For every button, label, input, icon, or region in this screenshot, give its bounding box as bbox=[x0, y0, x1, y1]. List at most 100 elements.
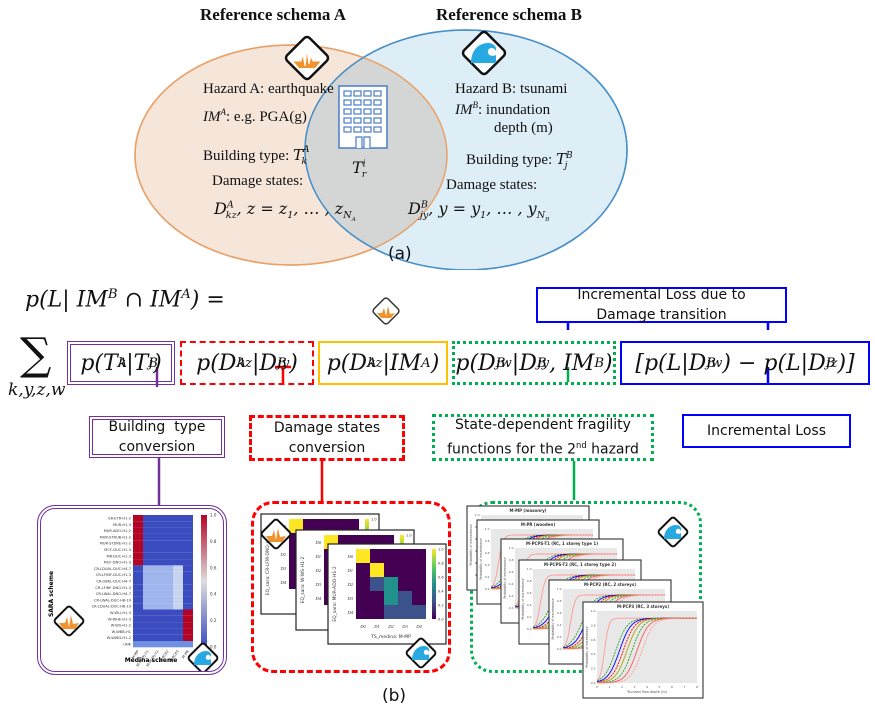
heatmap-cell bbox=[173, 615, 183, 623]
heatmap-cell bbox=[143, 615, 153, 623]
heatmap-cell bbox=[143, 521, 153, 528]
damage-matrix-cell bbox=[370, 577, 384, 591]
fragility-y-tick: 0.2 bbox=[557, 635, 562, 639]
heatmap-colorbar-tick: 1.0 bbox=[210, 513, 217, 518]
schema-a-hazard: Hazard A: earthquake bbox=[203, 81, 334, 97]
heatmap-cell bbox=[133, 540, 143, 547]
heatmap-cell bbox=[183, 533, 193, 541]
heatmap-cell bbox=[183, 603, 193, 610]
fragility-title: M-PCPS-T2 (RC, 1 storey type 2) bbox=[544, 562, 616, 567]
schema-b-title: Reference schema B bbox=[436, 5, 583, 24]
schema-b-damage-states-expr: DBjy, y = y1, … , yNB bbox=[408, 199, 550, 224]
damage-matrix-colorbar bbox=[432, 549, 436, 619]
fragility-x-tick: 7 bbox=[684, 685, 686, 689]
heatmap-cell bbox=[153, 596, 163, 604]
fragility-x-tick: 8 bbox=[696, 685, 698, 689]
heatmap-row-label: W-WWD-H1-2 bbox=[107, 636, 131, 640]
heatmap-colorbar-tick: 0.6 bbox=[210, 565, 217, 570]
label-incremental-loss: Incremental Loss bbox=[682, 414, 851, 448]
heatmap-cell bbox=[173, 596, 183, 604]
heatmap-cell bbox=[133, 628, 143, 635]
heatmap-cell bbox=[163, 634, 173, 641]
heatmap-cell bbox=[143, 596, 153, 604]
damage-state-label: D0 bbox=[347, 554, 354, 559]
heatmap-cell bbox=[133, 634, 143, 641]
fragility-x-tick: 2 bbox=[621, 685, 623, 689]
heatmap-cell bbox=[133, 552, 143, 560]
schema-a-damage-states-label: Damage states: bbox=[212, 173, 304, 189]
damage-matrix-cell bbox=[370, 591, 384, 605]
fragility-ylabel: Probability of exceedance bbox=[521, 578, 525, 619]
heatmap-cell bbox=[183, 628, 193, 635]
damage-matrix-cell bbox=[398, 563, 412, 577]
fragility-title: M-PCP2 (RC, 2 storeys) bbox=[584, 582, 636, 587]
damage-matrix-cell bbox=[398, 577, 412, 591]
heatmap-cell bbox=[153, 515, 163, 522]
fragility-x-tick: 6 bbox=[671, 685, 673, 689]
damage-matrix-cell bbox=[384, 549, 398, 563]
heatmap-cell bbox=[133, 622, 143, 629]
equation-lhs: p(L| IMB ∩ IMA) = bbox=[25, 287, 225, 313]
heatmap-cell bbox=[173, 603, 183, 610]
damage-matrix-cell bbox=[412, 549, 426, 563]
fragility-y-tick: 1.0 bbox=[527, 567, 532, 571]
heatmap-cell bbox=[153, 565, 163, 572]
heatmap-row-label: CR-LDUAL-DUC-H4-7 bbox=[94, 567, 131, 571]
fragility-y-tick: 0.4 bbox=[509, 582, 514, 586]
damage-state-label: D3 bbox=[315, 582, 322, 587]
heatmap-cell bbox=[173, 565, 183, 572]
thumbnail-damage-matrices: EQ_sara: CR-LFM-DNO-H1-3D0D1D2D3D40.00.2… bbox=[251, 501, 451, 673]
heatmap-cell bbox=[163, 552, 173, 560]
schema-b-im: IMB: inundation bbox=[455, 100, 551, 118]
damage-matrix-colorbar-tick: 0.2 bbox=[438, 604, 444, 608]
fragility-y-tick: 0.8 bbox=[485, 539, 490, 543]
damage-matrix-cell bbox=[384, 591, 398, 605]
heatmap-cell bbox=[143, 527, 153, 534]
heatmap-cell bbox=[153, 527, 163, 534]
heatmap-cell bbox=[143, 552, 153, 560]
heatmap-cell bbox=[183, 521, 193, 528]
tsunami-icon bbox=[405, 637, 437, 669]
fragility-y-tick: 0.0 bbox=[591, 681, 596, 685]
intersection-building-type: Tir bbox=[352, 158, 367, 181]
damage-matrix-cell bbox=[356, 549, 370, 563]
damage-state-label: D4 bbox=[415, 624, 422, 629]
heatmap-row-label: ER-ETR-H1-2 bbox=[108, 517, 131, 521]
heatmap-cell bbox=[183, 596, 193, 604]
heatmap-cell bbox=[143, 571, 153, 578]
fragility-y-tick: 0.8 bbox=[557, 599, 562, 603]
heatmap-cell bbox=[133, 546, 143, 553]
fragility-xlabel: Tsunami flow depth (m) bbox=[626, 690, 668, 694]
heatmap-cell bbox=[153, 584, 163, 591]
heatmap-cell bbox=[173, 527, 183, 534]
heatmap-cell bbox=[173, 552, 183, 560]
damage-matrix-cell bbox=[384, 577, 398, 591]
damage-matrix-cell bbox=[370, 563, 384, 577]
heatmap-cell bbox=[133, 603, 143, 610]
heatmap-column-label: M-PR bbox=[181, 649, 190, 659]
heatmap-cell bbox=[143, 515, 153, 522]
fragility-title: M-PR (wooden) bbox=[521, 522, 555, 527]
damage-state-label: D2 bbox=[280, 552, 287, 557]
heatmap-cell bbox=[173, 559, 183, 566]
damage-matrix-ylabel: EQ_sara: W-WS-H1-2 bbox=[300, 557, 306, 604]
heatmap-cell bbox=[153, 603, 163, 610]
heatmap-row-label: MUR-STDRE-H1-2 bbox=[100, 542, 131, 546]
fragility-y-tick: 0.8 bbox=[527, 579, 532, 583]
heatmap-cell bbox=[133, 559, 143, 566]
damage-matrix-cell bbox=[412, 577, 426, 591]
heatmap-cell bbox=[163, 571, 173, 578]
heatmap-cell bbox=[183, 578, 193, 585]
heatmap-cell bbox=[183, 515, 193, 522]
fragility-y-tick: 0.2 bbox=[509, 594, 514, 598]
heatmap-cell bbox=[143, 540, 153, 547]
heatmap-cell bbox=[173, 641, 183, 648]
heatmap-cell bbox=[183, 552, 193, 560]
damage-matrix-cell bbox=[370, 605, 384, 619]
heatmap-cell bbox=[133, 584, 143, 591]
heatmap-cell bbox=[173, 584, 183, 591]
schema-a-damage-states-expr: DAkz, z = z1, … , zNA bbox=[214, 199, 356, 224]
